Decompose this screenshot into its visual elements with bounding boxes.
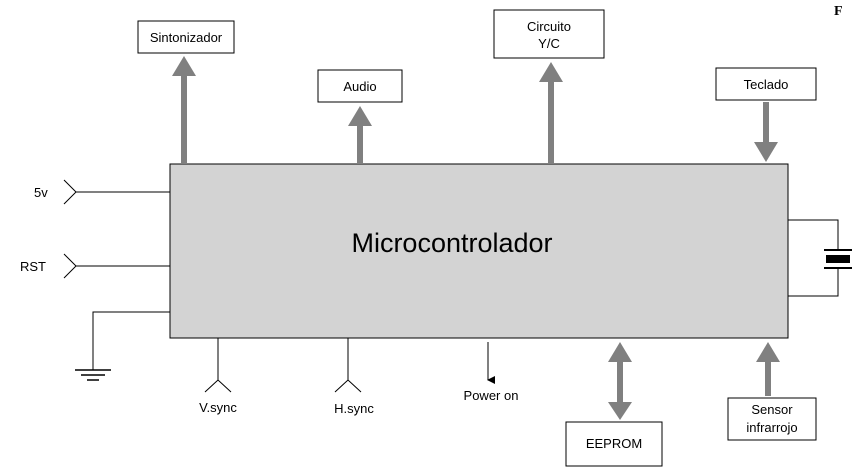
teclado-label: Teclado [744, 77, 789, 92]
supply-label: 5v [34, 185, 48, 200]
circuito-bus [548, 80, 554, 164]
circuito-block [493, 9, 605, 59]
circuito-arrow-icon [539, 62, 563, 82]
teclado-arrow-icon [754, 142, 778, 162]
corner-label: F [834, 4, 843, 19]
circuito-link [539, 62, 563, 164]
teclado-block [715, 67, 817, 101]
crystal-icon [788, 219, 852, 297]
sintonizador-label: Sintonizador [150, 30, 223, 45]
eeprom-arrow-up-icon [608, 342, 632, 362]
vsync-label: V.sync [199, 400, 237, 415]
eeprom-arrow-down-icon [608, 402, 632, 420]
microcontroller-label: Microcontrolador [351, 228, 552, 258]
vsync-pin [204, 338, 232, 393]
eeprom-link [608, 342, 632, 420]
hsync-label: H.sync [334, 401, 374, 416]
sensor-label-line1: Sensor [751, 402, 793, 417]
audio-arrow-icon [348, 106, 372, 126]
power-on-label: Power on [464, 388, 519, 403]
sintonizador-arrow-icon [172, 56, 196, 76]
eeprom-bus [617, 358, 623, 406]
sensor-link [756, 342, 780, 396]
sintonizador-block [137, 20, 235, 54]
reset-pin [63, 253, 170, 279]
supply-pin [63, 179, 170, 205]
sensor-arrow-icon [756, 342, 780, 362]
eeprom-block [565, 421, 663, 467]
sintonizador-link [172, 56, 196, 164]
sintonizador-bus [181, 74, 187, 164]
teclado-bus [763, 102, 769, 144]
ground-connection [75, 311, 170, 381]
connector-icon [63, 179, 77, 205]
audio-block [317, 69, 403, 103]
sensor-bus [765, 358, 771, 396]
connector-icon [334, 379, 362, 393]
reset-label: RST [20, 259, 46, 274]
audio-link [348, 106, 372, 164]
audio-label: Audio [343, 79, 376, 94]
hsync-pin [334, 338, 362, 393]
sensor-label-line2: infrarrojo [746, 420, 797, 435]
connector-icon [63, 253, 77, 279]
audio-bus [357, 124, 363, 164]
circuito-label-line2: Y/C [538, 36, 560, 51]
circuito-label-line1: Circuito [527, 19, 571, 34]
connector-icon [204, 379, 232, 393]
teclado-link [754, 102, 778, 162]
microcontroller-block [169, 163, 789, 339]
eeprom-label: EEPROM [586, 436, 642, 451]
sensor-block [727, 397, 817, 441]
